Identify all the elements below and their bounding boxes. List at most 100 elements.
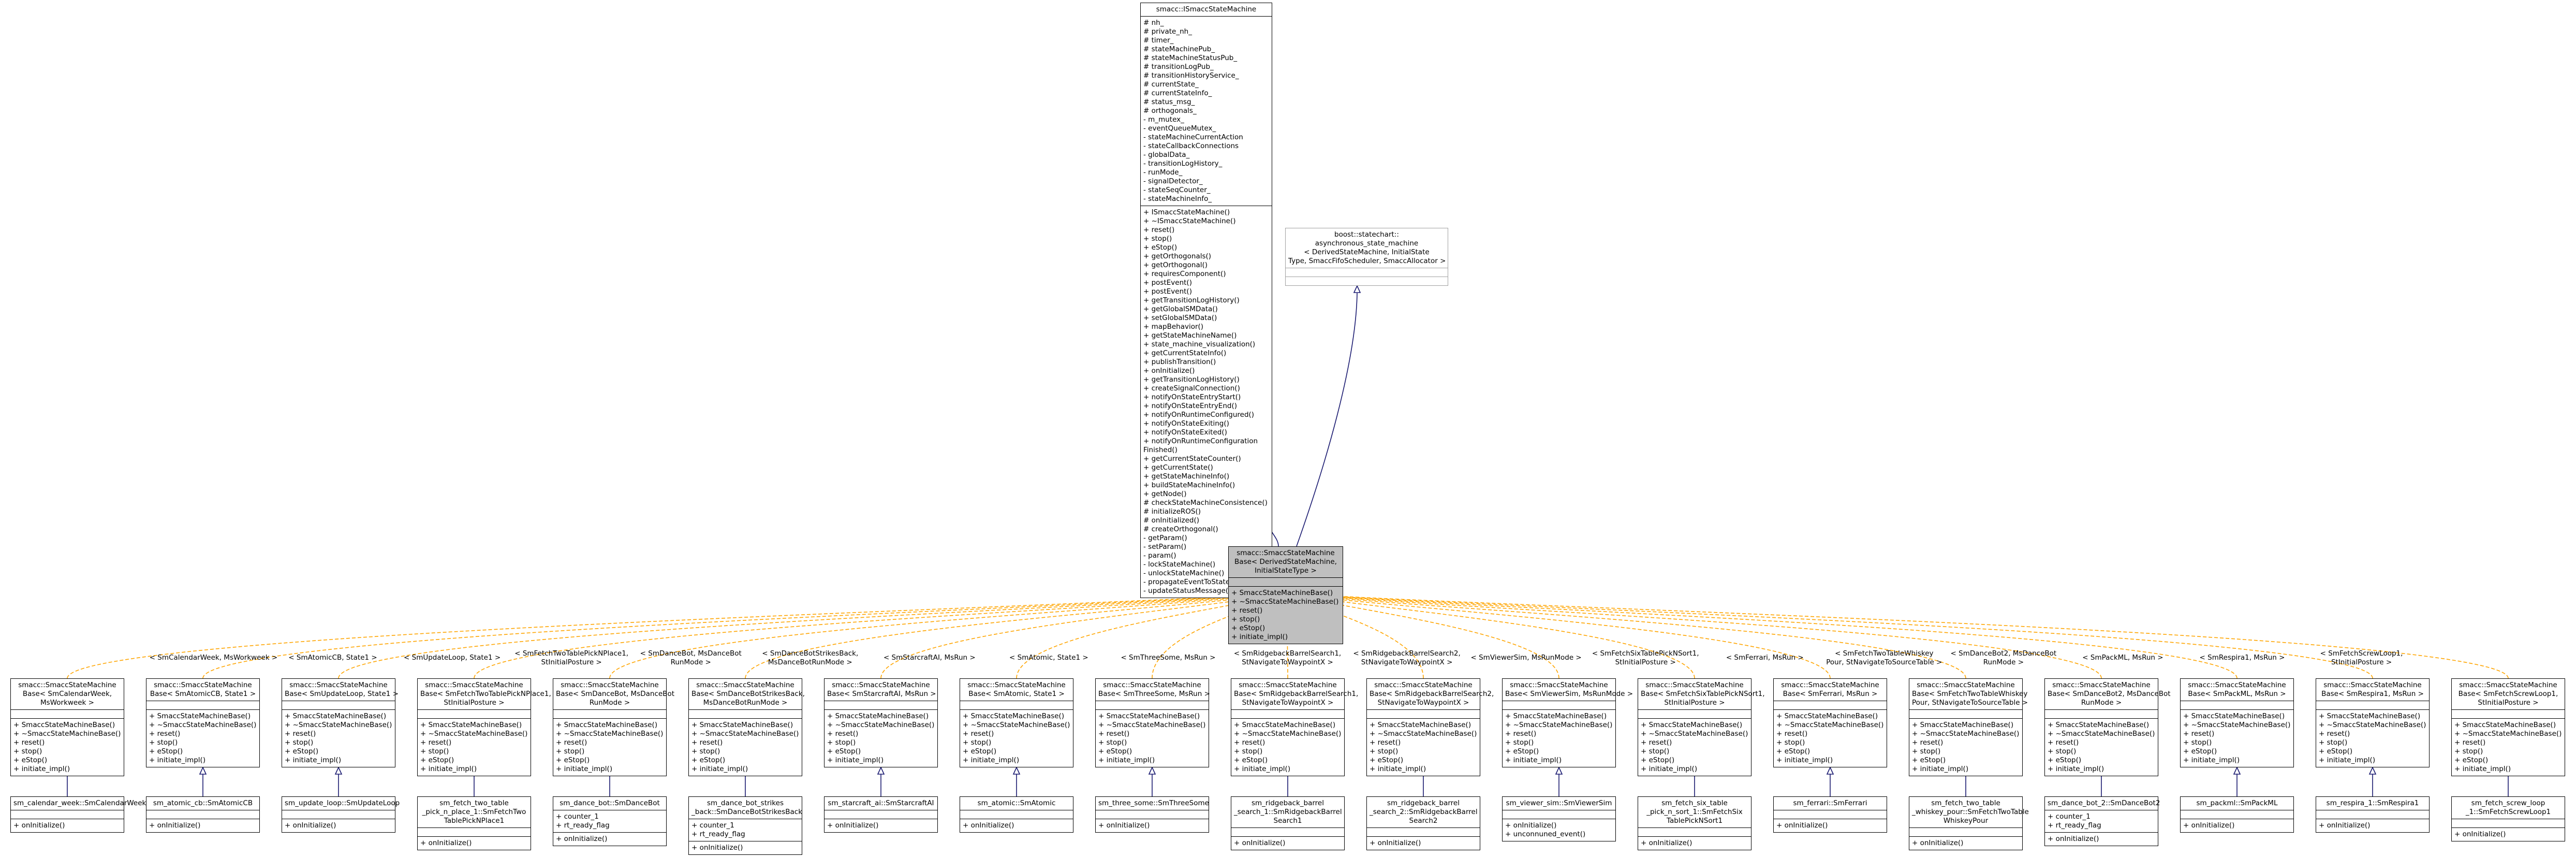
attributes-section — [1503, 810, 1615, 819]
template-edge-label: < SmFetchSixTablePickNSort1,StInitialPos… — [1592, 649, 1699, 667]
class-derived-state-machine[interactable]: sm_ridgeback_barrel_search_2::SmRidgebac… — [1366, 796, 1480, 850]
attributes-section — [418, 709, 531, 718]
template-edge-label: < SmCalendarWeek, MsWorkweek > — [150, 653, 278, 662]
method: + reset() — [1505, 730, 1537, 738]
template-instantiation-edge — [67, 592, 1286, 679]
method: + initiate_impl() — [285, 756, 342, 764]
class-derived-state-machine[interactable]: sm_respira_1::SmRespira1+ onInitialize() — [2316, 796, 2430, 833]
methods-section: + SmaccStateMachineBase()+ ~SmaccStateMa… — [689, 718, 802, 776]
method: + getGlobalSMData() — [1143, 305, 1218, 313]
class-derived-state-machine[interactable]: sm_dance_bot_2::SmDanceBot2+ counter_1+ … — [2044, 796, 2160, 846]
method: + reset() — [13, 738, 45, 747]
method: + getOrthogonals() — [1143, 252, 1212, 260]
method: + eStop() — [2319, 747, 2353, 756]
template-instantiation-edge — [1285, 592, 2238, 679]
class-derived-state-machine[interactable]: sm_packml::SmPackML+ onInitialize() — [2180, 796, 2294, 833]
method: + SmaccStateMachineBase() — [1641, 721, 1743, 729]
method: + reset() — [691, 738, 723, 747]
method: + SmaccStateMachineBase() — [420, 721, 522, 729]
method: # onInitialized() — [1143, 516, 1200, 525]
template-edge-label-line: MsDanceBotRunMode > — [768, 658, 852, 666]
class-title-line: smacc::SmaccStateMachine — [154, 681, 252, 689]
template-edge-label-line: StNavigateToWaypointX > — [1361, 658, 1453, 666]
class-boost-async-state-machine[interactable]: boost::statechart::asynchronous_state_ma… — [1285, 228, 1448, 286]
class-title-line: asynchronous_state_machine — [1315, 239, 1419, 248]
class-title-line: smacc::SmaccStateMachine — [289, 681, 388, 689]
class-derived-state-machine[interactable]: sm_atomic_cb::SmAtomicCB+ onInitialize() — [146, 796, 260, 833]
class-derived-state-machine[interactable]: sm_ridgeback_barrel_search_1::SmRidgebac… — [1231, 796, 1345, 850]
class-title-line: _search_2::SmRidgebackBarrel — [1370, 808, 1478, 816]
class-derived-state-machine[interactable]: sm_fetch_screw_loop_1::SmFetchScrewLoop1… — [2451, 796, 2565, 841]
template-edge-label-line: Pour, StNavigateToSourceTable > — [1826, 658, 1942, 666]
class-derived-state-machine[interactable]: sm_ferrari::SmFerrari+ onInitialize() — [1773, 796, 1887, 833]
method: # createOrthogonal() — [1143, 525, 1218, 533]
class-derived-state-machine[interactable]: sm_starcraft_ai::SmStarcraftAI+ onInitia… — [824, 796, 938, 833]
method: + reset() — [285, 730, 316, 738]
template-edge-label: < SmDanceBotStrikesBack,MsDanceBotRunMod… — [762, 649, 858, 667]
class-derived-state-machine[interactable]: sm_fetch_two_table_pick_n_place_1::SmFet… — [417, 796, 531, 850]
class-derived-state-machine[interactable]: sm_dance_bot_strikes_back::SmDanceBotStr… — [688, 796, 802, 855]
class-derived-state-machine[interactable]: sm_dance_bot::SmDanceBot+ counter_1+ rt_… — [553, 796, 667, 846]
attributes-section — [1909, 709, 2022, 718]
method: + onInitialize() — [2048, 835, 2099, 843]
method: + onInitialize() — [1912, 839, 1964, 847]
template-edge-label-line: < SmCalendarWeek, MsWorkweek > — [149, 653, 278, 662]
template-edge-label-line: < SmThreeSome, MsRun > — [1121, 653, 1216, 662]
method: + stop() — [1234, 747, 1263, 756]
class-derived-state-machine[interactable]: sm_three_some::SmThreeSome+ onInitialize… — [1095, 796, 1209, 833]
class-derived-state-machine[interactable]: sm_fetch_two_table_whiskey_pour::SmFetch… — [1909, 796, 2029, 850]
methods-section: + SmaccStateMachineBase()+ ~SmaccStateMa… — [2045, 718, 2158, 776]
class-title-line: Base< SmRidgebackBarrelSearch1, — [1234, 690, 1359, 698]
class-derived-state-machine[interactable]: sm_viewer_sim::SmViewerSim+ onInitialize… — [1502, 796, 1616, 841]
method: + notifyOnStateEntryStart() — [1143, 393, 1241, 401]
method: + onInitialize() — [1641, 839, 1692, 847]
method: + initiate_impl() — [2319, 756, 2376, 764]
template-edge-label: < SmRidgebackBarrelSearch1,StNavigateToW… — [1234, 649, 1341, 667]
methods-section: + SmaccStateMachineBase()+ ~SmaccStateMa… — [825, 709, 937, 767]
method: + getCurrentStateCounter() — [1143, 455, 1241, 463]
class-derived-state-machine[interactable]: sm_atomic::SmAtomic+ onInitialize() — [960, 796, 1073, 833]
class-title-line: sm_starcraft_ai::SmStarcraftAI — [828, 799, 934, 807]
class-derived-state-machine[interactable]: sm_update_loop::SmUpdateLoop+ onInitiali… — [282, 796, 400, 833]
class-derived-state-machine[interactable]: sm_fetch_six_table_pick_n_sort_1::SmFetc… — [1638, 796, 1751, 850]
methods-section: + SmaccStateMachineBase()+ ~SmaccStateMa… — [1638, 718, 1751, 776]
template-edge-label: < SmViewerSim, MsRunMode > — [1471, 653, 1582, 662]
template-edge-label-line: RunMode > — [1983, 658, 2024, 666]
template-edge-label: < SmRidgebackBarrelSearch2,StNavigateToW… — [1353, 649, 1460, 667]
template-edge-label-line: < SmRidgebackBarrelSearch1, — [1233, 649, 1342, 658]
methods-section: + onInitialize() — [2045, 832, 2158, 846]
method: # initializeROS() — [1143, 507, 1201, 516]
method: + SmaccStateMachineBase() — [1098, 712, 1200, 720]
methods-section: + SmaccStateMachineBase()+ ~SmaccStateMa… — [1909, 718, 2022, 776]
method: + notifyOnStateExited() — [1143, 428, 1227, 437]
method: - updateStatusMessage() — [1143, 587, 1231, 595]
class-ismacc-state-machine[interactable]: smacc::ISmaccStateMachine# nh_# private_… — [1140, 3, 1272, 598]
class-title-line: _pick_n_sort_1::SmFetchSix — [1646, 808, 1743, 816]
class-derived-state-machine[interactable]: sm_calendar_week::SmCalendarWeek+ onInit… — [10, 796, 146, 833]
method: + SmaccStateMachineBase() — [1234, 721, 1336, 729]
class-title-line: smacc::SmaccStateMachine — [1645, 681, 1744, 689]
attribute: # transitionLogPub_ — [1143, 63, 1214, 71]
method: + eStop() — [420, 756, 454, 764]
